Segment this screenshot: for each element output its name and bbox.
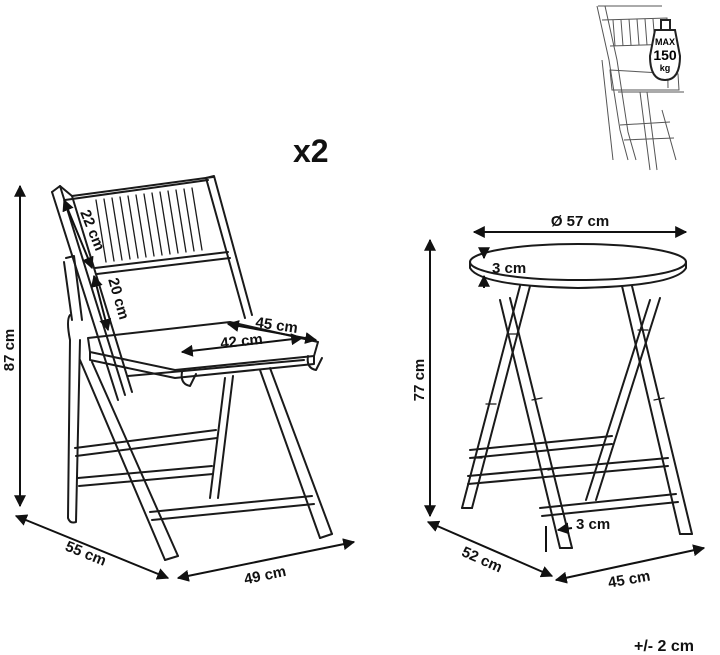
- seat-depth-label: 45 cm: [254, 314, 298, 337]
- table-dimensions: Ø 57 cm 3 cm 77 cm 3 cm 52 cm 45 cm: [411, 213, 706, 592]
- weight-badge-top: MAX: [655, 37, 675, 47]
- table-diameter-label: Ø 57 cm: [551, 213, 609, 230]
- weight-badge-unit: kg: [660, 63, 671, 73]
- table-drawing: [461, 243, 693, 549]
- thumbnail-chair: MAX 150 kg: [596, 5, 684, 171]
- table-width-label: 45 cm: [607, 568, 652, 592]
- table-height-label: 77 cm: [411, 359, 428, 402]
- backrest-height-label: 22 cm: [76, 207, 108, 253]
- chair-width-label: 49 cm: [242, 563, 287, 588]
- chair-height-label: 87 cm: [1, 329, 18, 372]
- table-depth-label: 52 cm: [459, 543, 505, 576]
- seat-width-label: 42 cm: [219, 331, 263, 352]
- quantity-label: x2: [293, 133, 329, 169]
- chair-depth-label: 55 cm: [63, 538, 109, 570]
- table-leg-thickness-label: 3 cm: [576, 516, 610, 533]
- tolerance-note: +/- 2 cm: [634, 638, 694, 655]
- table-top-thickness-label: 3 cm: [492, 260, 526, 277]
- weight-badge-value: 150: [653, 47, 677, 63]
- weight-badge: MAX 150 kg: [648, 19, 682, 82]
